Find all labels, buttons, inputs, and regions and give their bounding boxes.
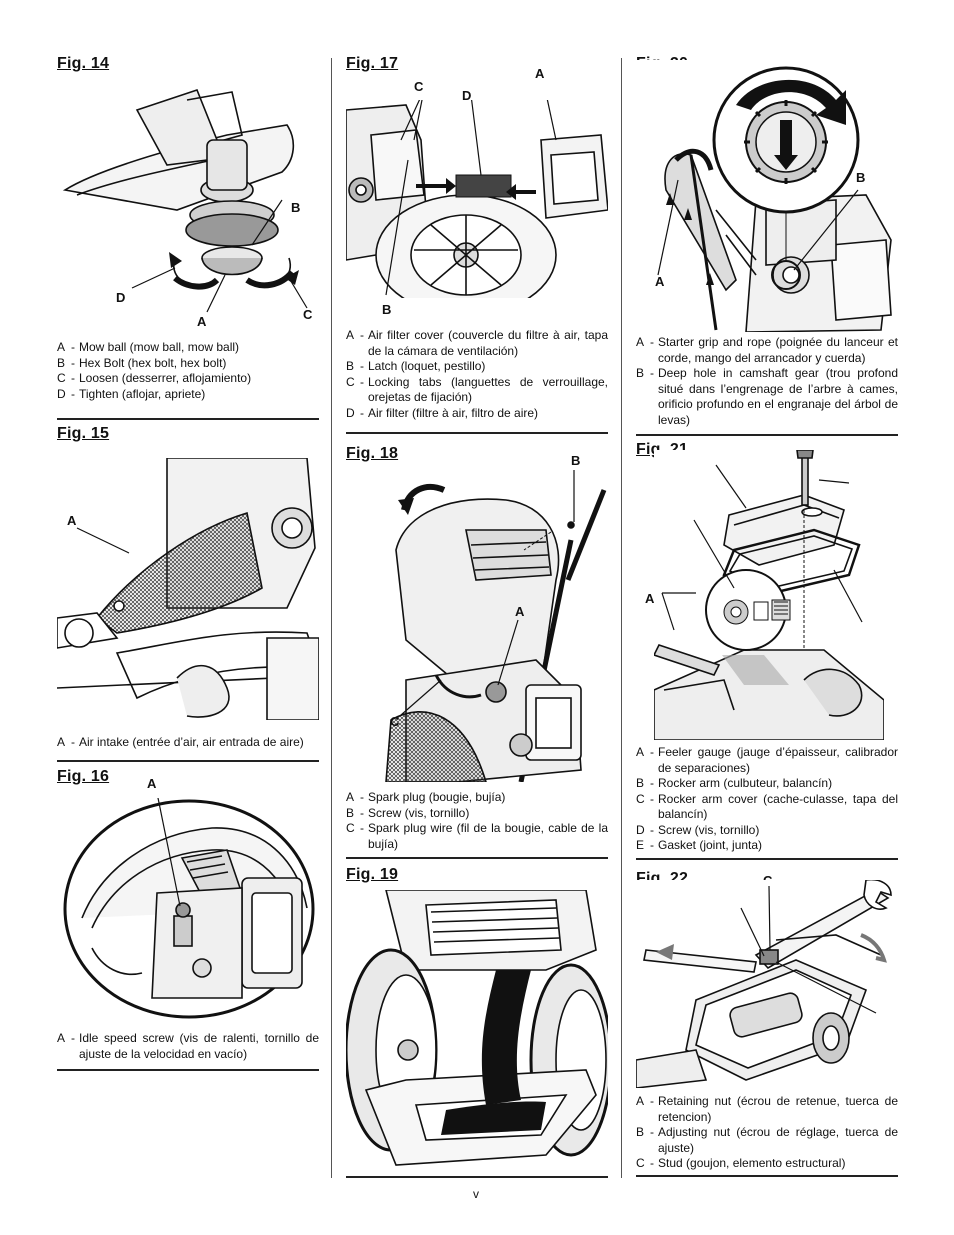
- fig22-divider: [636, 1175, 898, 1177]
- fig22-illustration: [636, 880, 898, 1088]
- fig14-trimmer-head-drawing: [62, 89, 308, 313]
- fig21-legend: A-Feeler gauge (jauge d’épaisseur, calib…: [636, 745, 898, 854]
- fig20-label-a: A: [655, 274, 665, 289]
- fig14-legend: A-Mow ball (mow ball, mow ball) B-Hex Bo…: [57, 340, 319, 402]
- fig14-label-c: C: [303, 307, 313, 322]
- legend-item: D-Screw (vis, tornillo): [636, 822, 760, 837]
- fig18-title: Fig. 18: [346, 445, 399, 462]
- fig20-camshaft-drawing: [657, 66, 892, 332]
- fig14-label-d: D: [116, 290, 126, 305]
- fig18-legend: A-Spark plug (bougie, bujía) B-Screw (vi…: [346, 790, 608, 852]
- legend-item: B-Rocker arm (culbuteur, balancín): [636, 776, 833, 790]
- legend-item: A-Idle speed screw (vis de ralenti, torn…: [57, 1031, 319, 1061]
- fig17-title: Fig. 17: [346, 55, 399, 72]
- fig16-title: Fig. 16: [57, 768, 110, 785]
- fig15-illustration: [57, 458, 319, 720]
- fig16-label-a: A: [147, 776, 157, 791]
- legend-item: A-Mow ball (mow ball, mow ball): [57, 340, 240, 354]
- fig17-label-c: C: [414, 79, 424, 94]
- fig20-divider: [636, 434, 898, 436]
- fig18-label-c: C: [390, 714, 400, 729]
- fig22-legend: A-Retaining nut (écrou de retenue, tuerc…: [636, 1094, 898, 1172]
- fig19-oil-drain-drawing: [346, 890, 608, 1166]
- column-divider-left: [331, 58, 332, 1178]
- fig21-label-a: A: [645, 591, 655, 606]
- legend-item: B-Latch (loquet, pestillo): [346, 359, 486, 373]
- fig14-label-a: A: [197, 314, 207, 329]
- page-number: v: [473, 1187, 479, 1201]
- fig17-legend: A-Air filter cover (couvercle du filtre …: [346, 328, 608, 421]
- fig19-title: Fig. 19: [346, 866, 399, 883]
- legend-item: B-Deep hole in camshaft gear (trou profo…: [636, 366, 898, 427]
- fig16-divider: [57, 1069, 319, 1071]
- column-divider-right: [621, 58, 622, 1178]
- legend-item: C-Stud (goujon, elemento estructural): [636, 1156, 846, 1170]
- legend-item: A-Spark plug (bougie, bujía): [346, 790, 506, 804]
- fig14-illustration: [57, 80, 319, 330]
- fig18-divider: [346, 857, 608, 859]
- fig21-rocker-arm-drawing: [654, 450, 884, 740]
- fig18-label-b: B: [571, 453, 581, 468]
- fig18-label-a: A: [515, 604, 525, 619]
- fig15-label-a: A: [67, 513, 77, 528]
- legend-item: A-Air intake (entrée d’air, air entrada …: [57, 735, 304, 749]
- fig21-divider: [636, 858, 898, 860]
- fig14-label-b: B: [291, 200, 301, 215]
- fig15-air-intake-drawing: [57, 458, 319, 720]
- fig21-illustration: [654, 450, 884, 740]
- legend-item: B-Screw (vis, tornillo): [346, 805, 470, 820]
- legend-item: C-Rocker arm cover (cache-culasse, tapa …: [636, 791, 898, 822]
- fig20-illustration: [636, 60, 898, 332]
- fig15-legend: A-Air intake (entrée d’air, air entrada …: [57, 735, 319, 751]
- legend-item: A-Feeler gauge (jauge d’épaisseur, calib…: [636, 745, 898, 775]
- legend-item: D-Air filter (filtre à air, filtro de ai…: [346, 405, 539, 420]
- fig16-idle-screw-drawing: [63, 798, 315, 1019]
- fig17-illustration: [346, 100, 608, 298]
- legend-item: B-Adjusting nut (écrou de réglage, tuerc…: [636, 1125, 898, 1155]
- legend-item: A-Air filter cover (couvercle du filtre …: [346, 328, 608, 358]
- fig17-air-filter-drawing: [346, 100, 608, 298]
- fig17-label-d: D: [462, 88, 472, 103]
- legend-item: C-Locking tabs (languettes de verrouilla…: [346, 374, 608, 405]
- fig18-spark-plug-drawing: [385, 470, 607, 782]
- fig16-legend: A-Idle speed screw (vis de ralenti, torn…: [57, 1031, 319, 1062]
- fig14-divider: [57, 418, 319, 420]
- legend-item: C-Loosen (desserrer, aflojamiento): [57, 371, 252, 385]
- legend-item: A-Starter grip and rope (poignée du lanc…: [636, 335, 898, 365]
- fig17-label-a: A: [535, 66, 545, 81]
- fig14-title: Fig. 14: [57, 55, 110, 72]
- legend-item: E-Gasket (joint, junta): [636, 838, 763, 852]
- fig17-label-b: B: [382, 302, 392, 317]
- fig16-illustration: [62, 798, 317, 1020]
- legend-item: D-Tighten (aflojar, apriete): [57, 386, 206, 401]
- fig22-valve-adjust-drawing: [636, 880, 892, 1088]
- legend-item: A-Retaining nut (écrou de retenue, tuerc…: [636, 1094, 898, 1124]
- fig15-title: Fig. 15: [57, 425, 110, 442]
- fig17-divider: [346, 432, 608, 434]
- legend-item: B-Hex Bolt (hex bolt, hex bolt): [57, 355, 227, 370]
- legend-item: C-Spark plug wire (fil de la bougie, cab…: [346, 821, 608, 851]
- fig18-illustration: [346, 470, 608, 782]
- fig20-legend: A-Starter grip and rope (poignée du lanc…: [636, 335, 898, 428]
- fig20-label-b: B: [856, 170, 866, 185]
- fig19-divider: [346, 1176, 608, 1178]
- fig19-illustration: [346, 890, 608, 1170]
- fig15-divider: [57, 760, 319, 762]
